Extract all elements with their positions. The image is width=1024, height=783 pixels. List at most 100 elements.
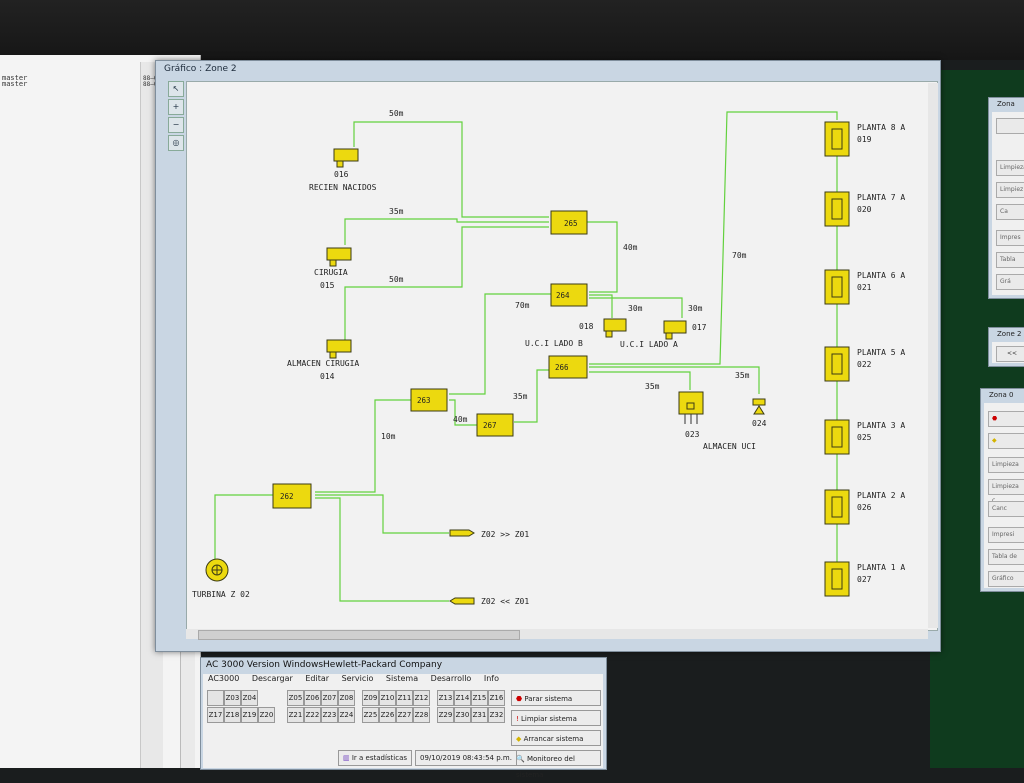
- menu-item[interactable]: Info: [483, 674, 500, 683]
- window-button[interactable]: Tabla: [996, 252, 1024, 268]
- zone-button[interactable]: Z28: [413, 707, 430, 723]
- window-button[interactable]: Canc: [988, 501, 1024, 517]
- node-265[interactable]: 265: [550, 210, 588, 235]
- window-button[interactable]: Limpieza c: [988, 479, 1024, 504]
- window-button[interactable]: Limpieza: [996, 160, 1024, 176]
- window-button[interactable]: Gráfico: [988, 571, 1024, 587]
- node-label: 267: [483, 421, 497, 430]
- menu-item[interactable]: AC3000: [208, 674, 240, 683]
- device-017[interactable]: 017 U.C.I LADO A: [620, 320, 707, 349]
- zone-button[interactable]: Z20: [258, 707, 275, 723]
- start-system-button[interactable]: ◆ Arrancar sistema: [511, 730, 601, 746]
- clean-system-button[interactable]: ! Limpiar sistema: [511, 710, 601, 726]
- window-button[interactable]: Tabla de: [988, 549, 1024, 565]
- window-button[interactable]: Limpieza: [988, 457, 1024, 473]
- stop-button[interactable]: ⬣: [988, 411, 1024, 427]
- zone-button[interactable]: Z03: [224, 690, 241, 706]
- zone-button[interactable]: Z14: [454, 690, 471, 706]
- back-button[interactable]: <<: [996, 346, 1024, 362]
- zone-button[interactable]: Z17: [207, 707, 224, 723]
- device-016[interactable]: 016 RECIEN NACIDOS: [309, 148, 377, 192]
- zone-button[interactable]: Z18: [224, 707, 241, 723]
- turbine-icon[interactable]: TURBINA Z 02: [192, 558, 250, 599]
- node-267[interactable]: 267: [476, 413, 514, 437]
- zone-button[interactable]: Z21: [287, 707, 304, 723]
- zone-button[interactable]: Z06: [304, 690, 321, 706]
- device-023[interactable]: 023 ALMACEN UCI: [678, 391, 756, 451]
- zone-button[interactable]: Z12: [413, 690, 430, 706]
- window-button[interactable]: Impres: [996, 230, 1024, 246]
- device-015[interactable]: CIRUGIA 015: [314, 247, 352, 290]
- planta-code: 022: [857, 360, 872, 369]
- zone-button[interactable]: Z04: [241, 690, 258, 706]
- zone-button[interactable]: Z10: [379, 690, 396, 706]
- output-z02-to-z01[interactable]: Z02 >> Z01: [449, 529, 529, 539]
- zone-button[interactable]: [207, 690, 224, 706]
- pipe-lines: [214, 111, 838, 602]
- window-title: Zona: [997, 100, 1015, 108]
- device-014[interactable]: ALMACEN CIRUGIA 014: [287, 339, 359, 381]
- zone-button[interactable]: Z09: [362, 690, 379, 706]
- zone-button[interactable]: Z31: [471, 707, 488, 723]
- menu-item[interactable]: Desarrollo: [430, 674, 472, 683]
- zone-button[interactable]: Z05: [287, 690, 304, 706]
- distance-label: 50m: [389, 109, 404, 118]
- device-018[interactable]: 018 U.C.I LADO B: [525, 318, 627, 348]
- zone-button[interactable]: Z16: [488, 690, 505, 706]
- planta-code: 026: [857, 503, 872, 512]
- zone-button[interactable]: Z15: [471, 690, 488, 706]
- zoom-out-icon[interactable]: −: [168, 117, 184, 133]
- zone-button[interactable]: Z23: [321, 707, 338, 723]
- zone-button[interactable]: Z32: [488, 707, 505, 723]
- zone-button[interactable]: Z29: [437, 707, 454, 723]
- zone-button[interactable]: Z22: [304, 707, 321, 723]
- window-body: Limpieza Limpiez Ca Impres Tabla Grá: [992, 112, 1024, 295]
- menu-item[interactable]: Servicio: [341, 674, 374, 683]
- devices: 016 RECIEN NACIDOS CIRUGIA 015 ALMACEN C…: [192, 148, 767, 606]
- zone-button[interactable]: Z26: [379, 707, 396, 723]
- statistics-button[interactable]: ▥ Ir a estadísticas: [338, 750, 413, 766]
- zone-button[interactable]: Z27: [396, 707, 413, 723]
- zone-button[interactable]: Z30: [454, 707, 471, 723]
- scroll-thumb[interactable]: [198, 630, 520, 640]
- start-button[interactable]: ◆: [988, 433, 1024, 449]
- output-z01-to-z02[interactable]: Z02 << Z01: [449, 597, 529, 606]
- node-262[interactable]: 262: [272, 483, 312, 509]
- zone-button[interactable]: Z24: [338, 707, 355, 723]
- menu-item[interactable]: Editar: [305, 674, 330, 683]
- zone-button[interactable]: Z11: [396, 690, 413, 706]
- zoom-fit-icon[interactable]: ◎: [168, 135, 184, 151]
- menu-item[interactable]: Sistema: [385, 674, 419, 683]
- monitor-system-button[interactable]: 🔍 Monitoreo del sistema: [511, 750, 601, 779]
- zone-button[interactable]: Z25: [362, 707, 379, 723]
- zone-window-3: Zona 0 ⬣ ◆ Limpieza Limpieza c Canc Impr…: [980, 388, 1024, 592]
- zone-button[interactable]: Z13: [437, 690, 454, 706]
- window-button[interactable]: Limpiez: [996, 182, 1024, 198]
- node-264[interactable]: 264: [550, 283, 588, 307]
- node-266[interactable]: 266: [548, 355, 588, 379]
- window-button[interactable]: [996, 118, 1024, 134]
- vertical-scrollbar[interactable]: [928, 83, 938, 628]
- device-024[interactable]: 024: [752, 398, 767, 428]
- window-button[interactable]: Ca: [996, 204, 1024, 220]
- menu-item[interactable]: Descargar: [251, 674, 293, 683]
- zone-button[interactable]: Z19: [241, 707, 258, 723]
- horizontal-scrollbar[interactable]: [186, 629, 928, 640]
- zone-button[interactable]: Z08: [338, 690, 355, 706]
- pointer-tool-button[interactable]: ↖: [168, 81, 184, 97]
- window-button[interactable]: Grá: [996, 274, 1024, 290]
- diagram-canvas[interactable]: 50m 35m 50m 40m 70m 30m 30m 70m 35m 35m …: [186, 81, 938, 631]
- stop-system-button[interactable]: ⬣ Parar sistema: [511, 690, 601, 706]
- zoom-in-icon[interactable]: +: [168, 99, 184, 115]
- window-button[interactable]: Impresi: [988, 527, 1024, 543]
- zone-button[interactable]: Z07: [321, 690, 338, 706]
- node-263[interactable]: 263: [410, 388, 448, 412]
- planta-name: PLANTA 1 A: [857, 563, 905, 572]
